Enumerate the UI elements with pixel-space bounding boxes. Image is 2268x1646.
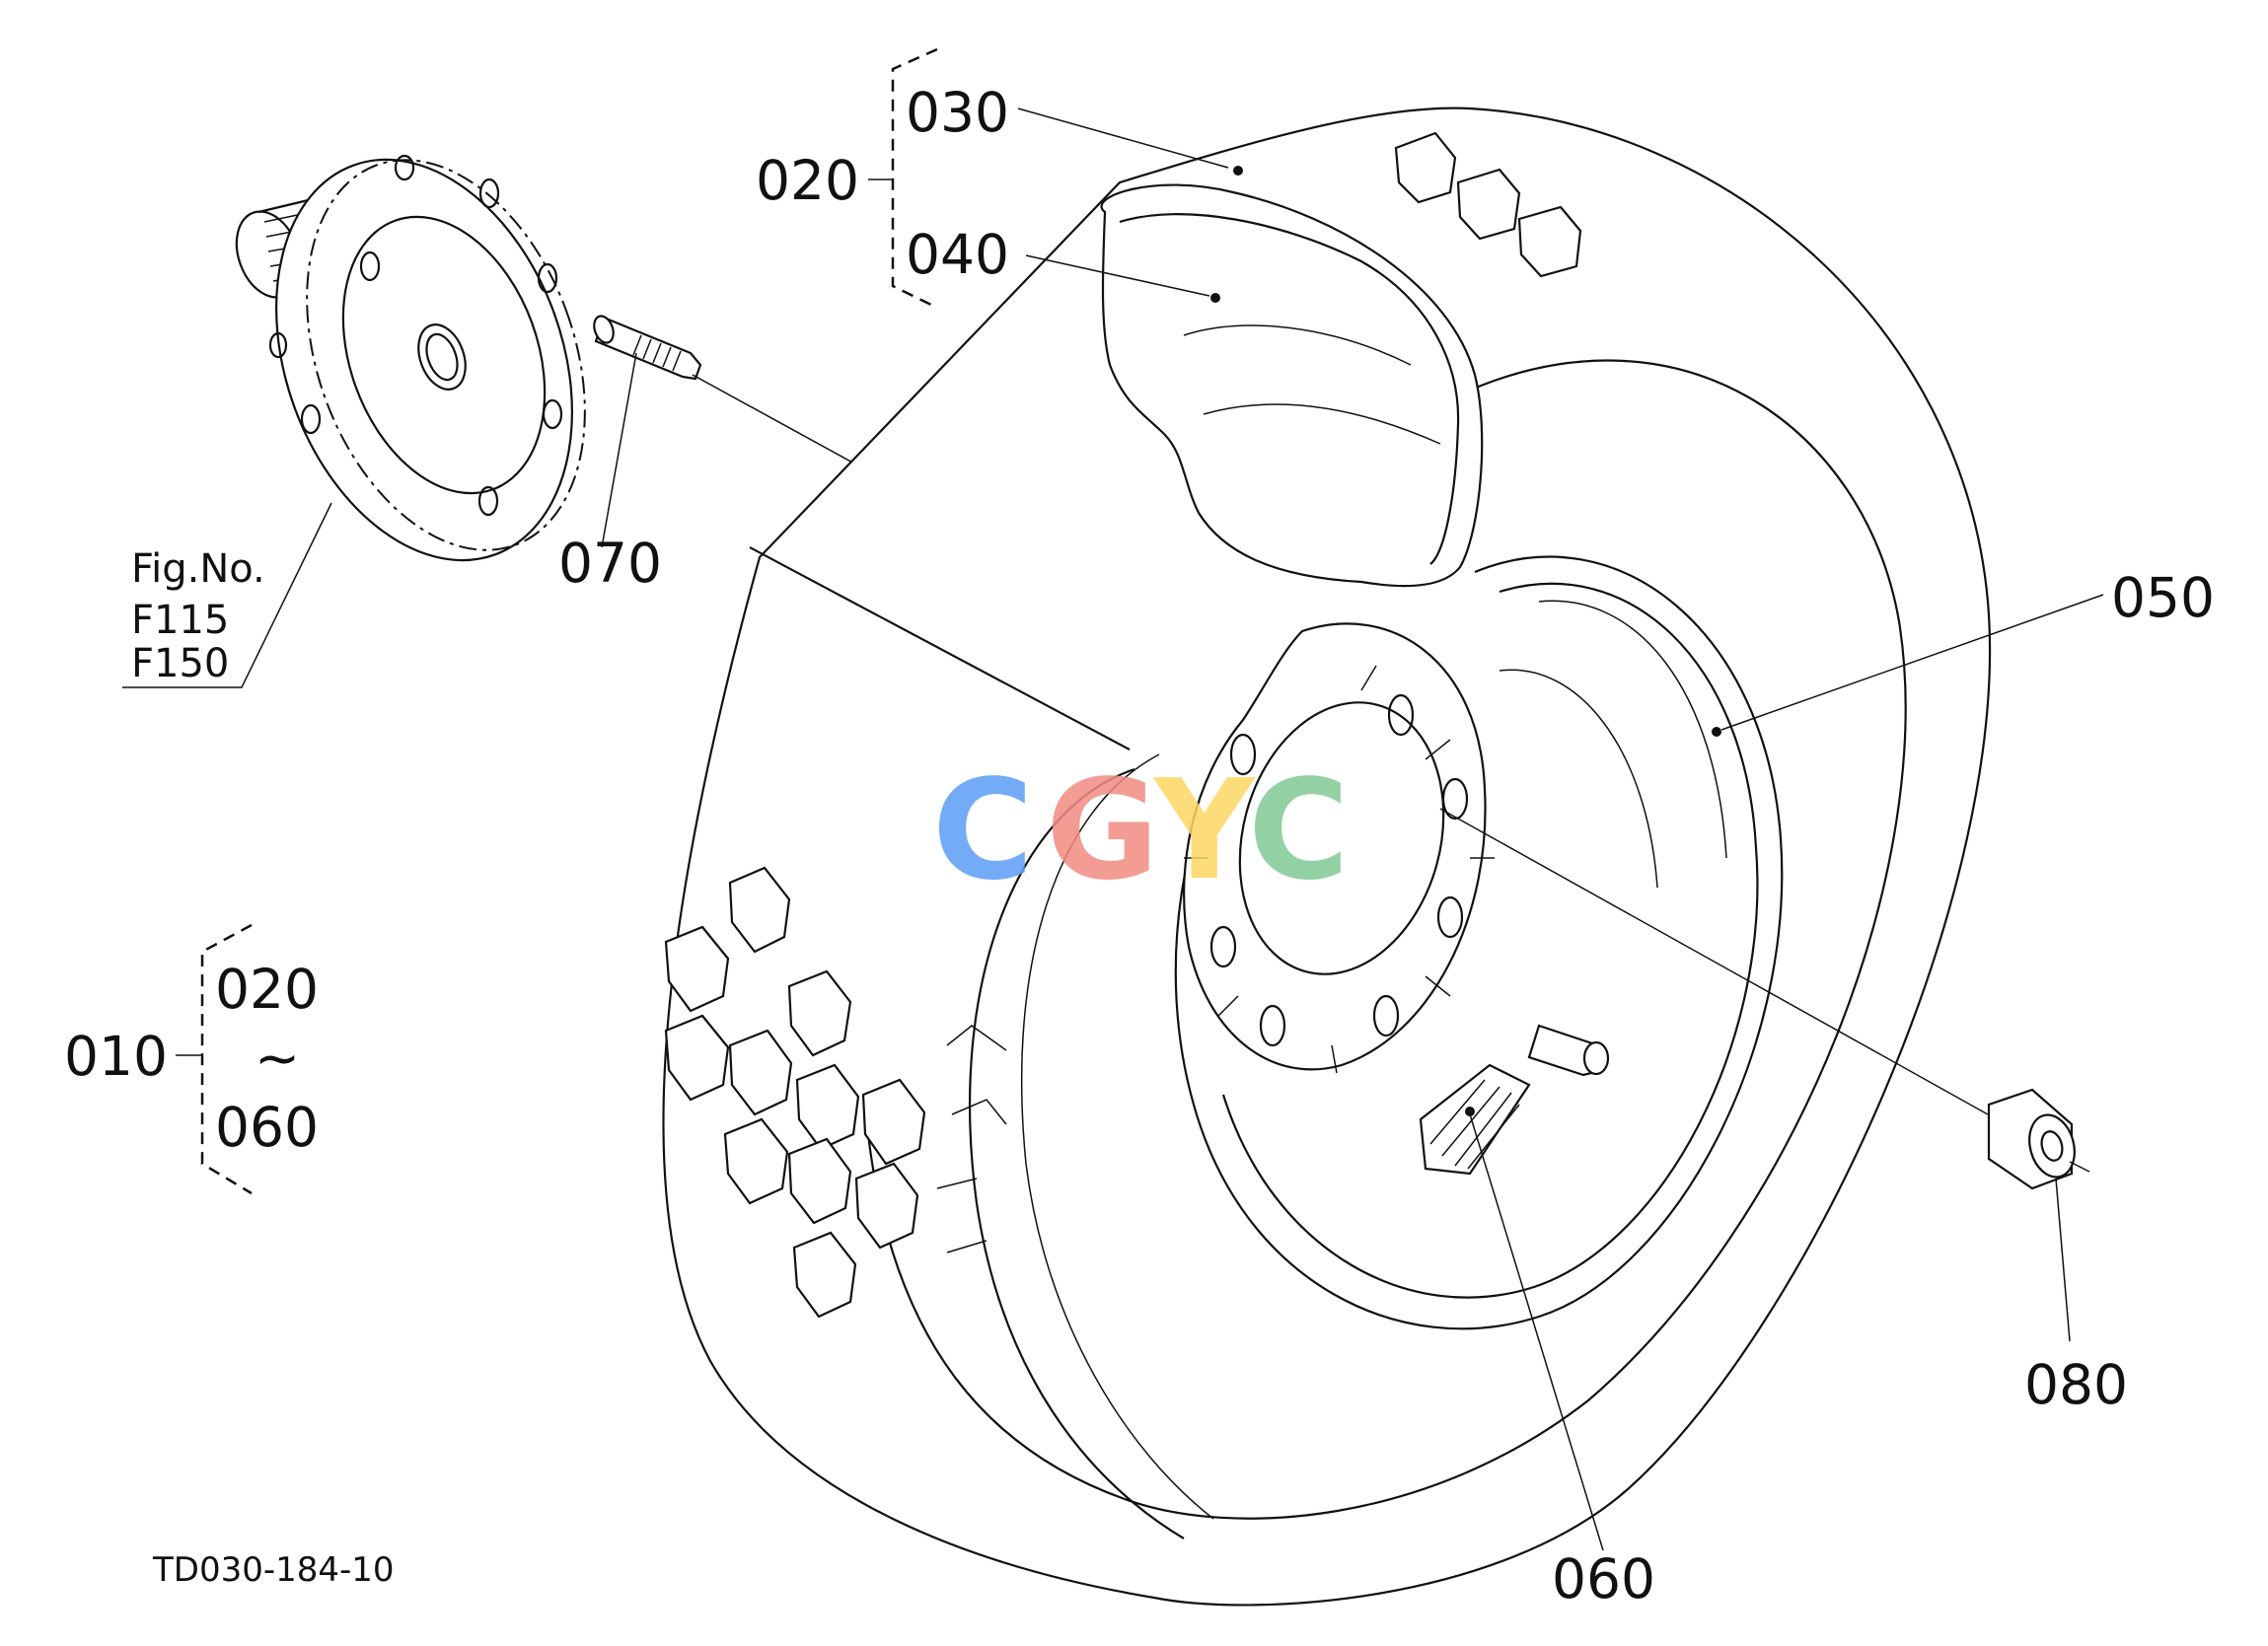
- range-separator: ~: [255, 1027, 300, 1090]
- wheel-nut: [1439, 808, 2090, 1342]
- svg-text:C: C: [1248, 751, 1350, 911]
- svg-text:C: C: [932, 751, 1034, 911]
- watermark-logo: C G Y C: [932, 751, 1350, 911]
- fig-number-1: F115: [131, 598, 229, 643]
- callout-040: 040: [906, 223, 1009, 286]
- wheel-hub: [122, 154, 586, 688]
- drawing-code: TD030-184-10: [152, 1550, 395, 1590]
- svg-text:G: G: [1046, 751, 1159, 911]
- callout-010: 010: [64, 1025, 168, 1088]
- svg-text:Y: Y: [1152, 751, 1256, 911]
- callout-030: 030: [906, 81, 1009, 144]
- callout-020-top: 020: [756, 149, 859, 212]
- callout-070: 070: [558, 532, 662, 595]
- fig-no-label: Fig.No.: [131, 546, 265, 592]
- callout-050: 050: [2111, 566, 2215, 629]
- inner-tube: [1100, 183, 1484, 588]
- tread-lugs: [664, 866, 1007, 1319]
- callout-080: 080: [2024, 1353, 2128, 1416]
- fig-number-2: F150: [131, 641, 229, 686]
- bracket-010: [200, 923, 253, 1195]
- wheel-rim: [1174, 555, 1784, 1330]
- range-from: 020: [215, 958, 319, 1021]
- bracket-020: [891, 47, 938, 310]
- callout-060: 060: [1552, 1547, 1655, 1610]
- range-to: 060: [215, 1096, 319, 1159]
